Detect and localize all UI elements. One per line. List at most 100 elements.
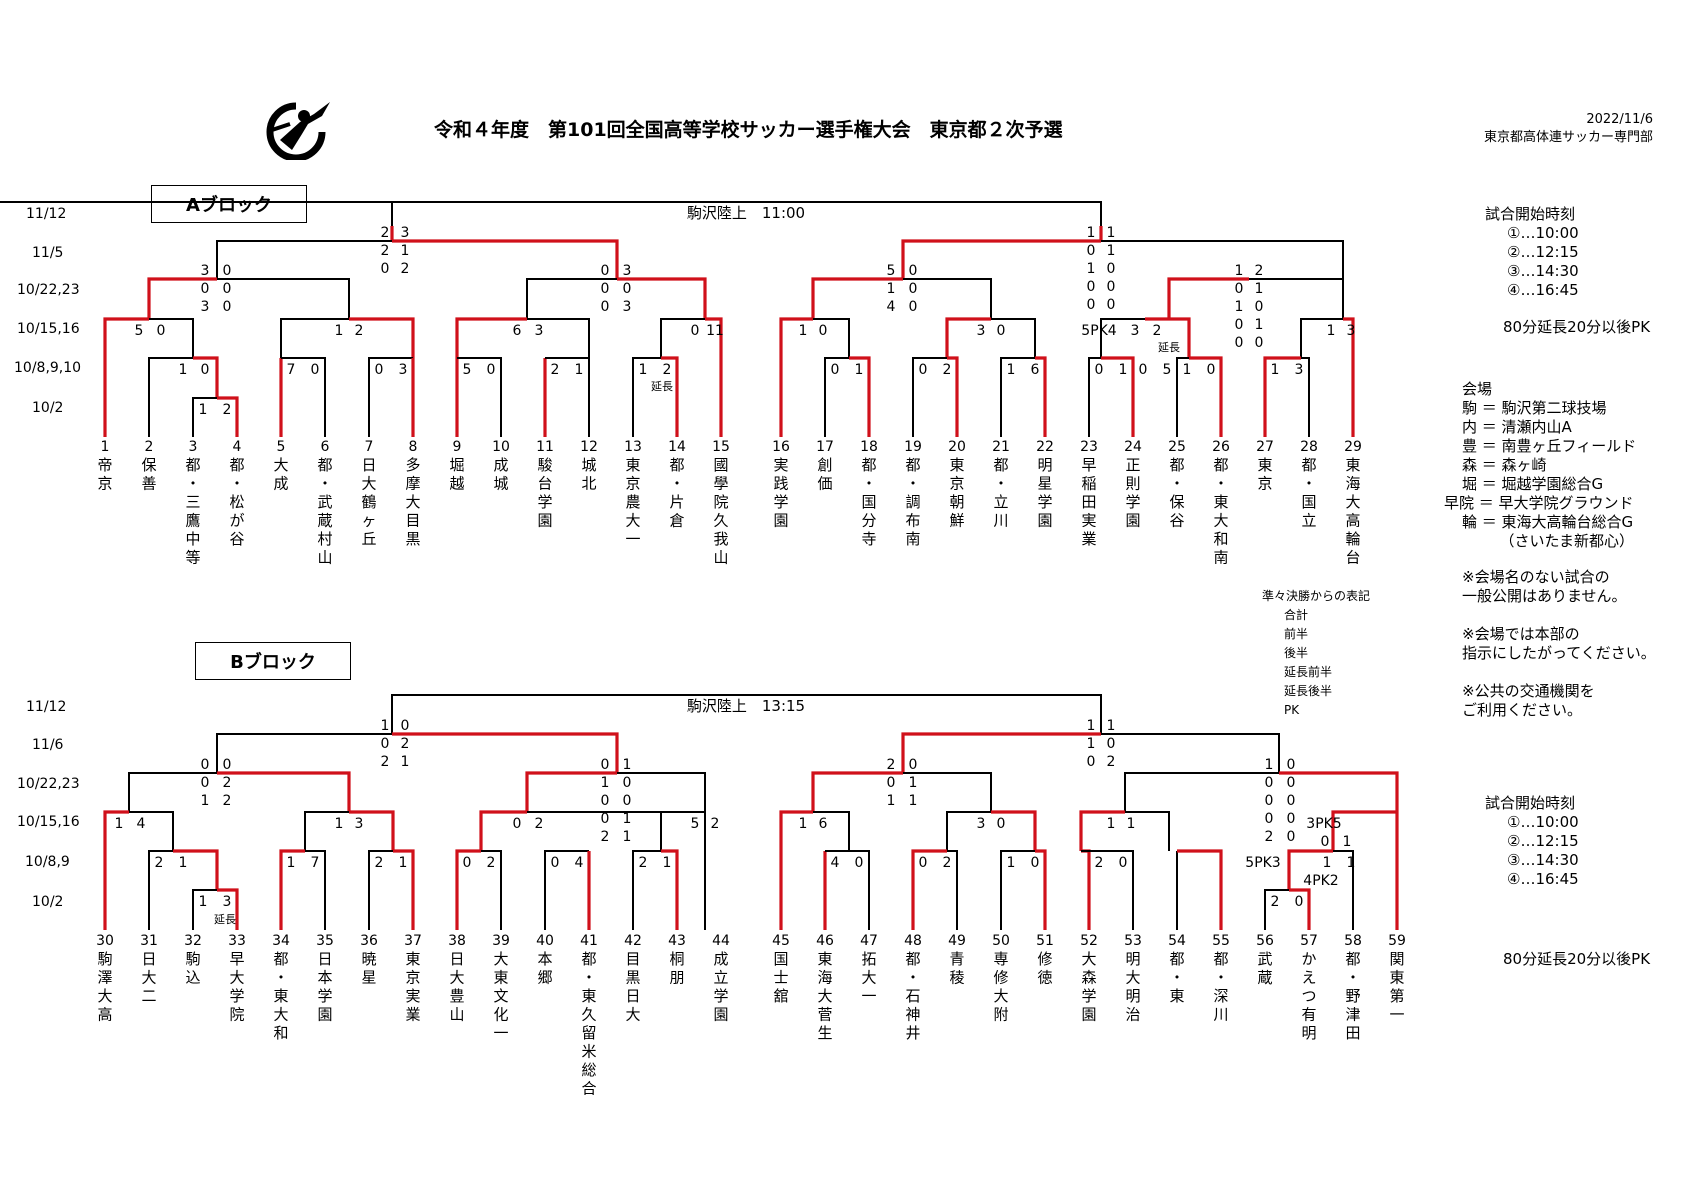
organization: 東京都高体連サッカー専門部 (1483, 130, 1653, 145)
bracket-line (0, 201, 393, 241)
score-label: 0 (201, 362, 210, 378)
team-name-char: 国 (861, 493, 876, 511)
team-entry: 55都・深川 (1212, 933, 1230, 1024)
score-label: 0 (1095, 362, 1104, 378)
team-name-char: 越 (449, 475, 464, 493)
team-name-char: 大 (1125, 969, 1140, 987)
bracket-line (525, 771, 617, 812)
score-label: 4PK2 (1303, 873, 1338, 889)
team-number: 14 (668, 439, 686, 455)
team-number: 51 (1036, 933, 1054, 949)
bracket-line (1088, 357, 1101, 437)
bracket-line (148, 357, 193, 437)
team-name-char: 明 (1125, 950, 1140, 968)
score-label: 0 (1119, 855, 1128, 871)
score-label: 0 (919, 362, 928, 378)
score-label: 3 (977, 816, 986, 832)
venue-panel: 会場 駒 ＝ 駒沢第二球技場 内 ＝ 清瀬内山A 豊 ＝ 南豊ヶ丘フィールド 森… (1444, 380, 1636, 551)
team-name-char: 鶴 (361, 493, 376, 511)
team-number: 47 (860, 933, 878, 949)
team-name-char: 学 (229, 987, 244, 1005)
team-number: 21 (992, 439, 1010, 455)
score-label: 1 (287, 855, 296, 871)
team-number: 6 (321, 439, 330, 455)
score-label: 0 (909, 263, 918, 279)
team-name-char: 大 (273, 456, 288, 474)
team-name-char: 村 (317, 530, 332, 548)
team-name-char: 東 (1389, 969, 1404, 987)
score-label: 0 (1107, 297, 1116, 313)
score-label: 1 (1255, 281, 1264, 297)
score-label: 0 (513, 816, 522, 832)
note-line (1462, 663, 1656, 682)
bracket-line (617, 277, 707, 319)
score-label: 0 (1255, 299, 1264, 315)
team-name-char: 東 (949, 456, 964, 474)
score-label: 0 (855, 855, 864, 871)
team-entry: 14都・片倉 (668, 439, 686, 530)
start-time-item: ④…16:45 (1507, 870, 1579, 888)
score-label: 2 (535, 816, 544, 832)
team-number: 4 (233, 439, 242, 455)
score-label: 1 (1255, 317, 1264, 333)
team-name-char: 都 (317, 456, 332, 474)
team-name-char: 大 (861, 969, 876, 987)
bracket-line (1279, 771, 1399, 812)
team-name-char: 森 (1081, 969, 1096, 987)
team-name-char: 舘 (773, 987, 788, 1005)
score-label: 1 (1087, 261, 1096, 277)
team-name-char: 農 (625, 493, 640, 511)
team-name-char: 山 (713, 549, 728, 567)
score-label: 2 (1271, 894, 1280, 910)
bracket-line (216, 733, 392, 774)
team-name-char: 山 (317, 549, 332, 567)
score-label: 0 (1287, 757, 1296, 773)
team-name-char: 日 (141, 950, 156, 968)
score-label: 2 (487, 855, 496, 871)
start-times-title: 試合開始時刻 (1485, 205, 1576, 223)
team-name-char: ・ (229, 475, 244, 493)
score-label: 0 (1087, 297, 1096, 313)
team-number: 35 (316, 933, 334, 949)
team-number: 50 (992, 933, 1010, 949)
team-name-char: 大 (405, 493, 420, 511)
team-entry: 18都・国分寺 (860, 439, 878, 548)
score-label: 1 (401, 243, 410, 259)
bracket-line (946, 811, 991, 851)
start-time-item: ②…12:15 (1507, 832, 1579, 850)
team-name-char: 都 (229, 456, 244, 474)
score-label: 1 (335, 816, 344, 832)
bracket-line (391, 694, 746, 734)
score-label: 3 (1347, 323, 1356, 339)
bracket-line (660, 318, 705, 358)
team-number: 54 (1168, 933, 1186, 949)
score-label: 5 (463, 362, 472, 378)
team-name-char: 院 (229, 1006, 244, 1024)
team-name-char: 日 (625, 987, 640, 1005)
start-time-item: ③…14:30 (1507, 851, 1579, 869)
bracket-line (545, 357, 590, 437)
score-label: 2 (223, 402, 232, 418)
team-name-char: 都 (669, 456, 684, 474)
team-name-char: 國 (713, 456, 728, 474)
team-entry: 58都・野津田 (1344, 933, 1362, 1042)
score-label: 1 (399, 855, 408, 871)
bracket-line (661, 811, 706, 930)
score-label: 1 (1235, 299, 1244, 315)
team-name-char: 治 (1125, 1006, 1140, 1024)
team-name-char: 一 (493, 1024, 508, 1042)
team-name-char: 山 (449, 1006, 464, 1024)
team-number: 13 (624, 439, 642, 455)
score-label: 2 (381, 754, 390, 770)
team-name-char: 文 (493, 987, 508, 1005)
score-label: 4 (831, 855, 840, 871)
score-label: 3 (535, 323, 544, 339)
